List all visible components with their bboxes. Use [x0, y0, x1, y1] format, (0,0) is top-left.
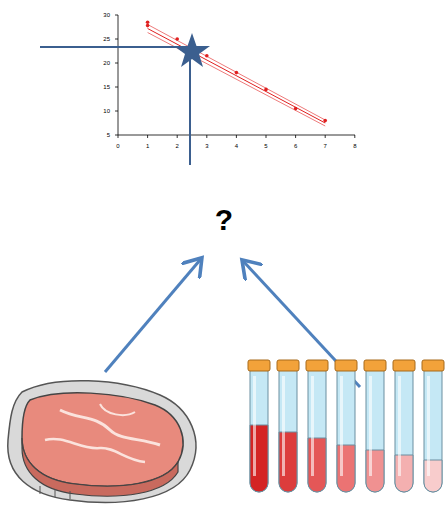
tube-blood [424, 460, 442, 492]
test-tube [393, 360, 415, 492]
tube-cap [335, 360, 357, 371]
regression-lines [148, 25, 326, 127]
tube-cap [393, 360, 415, 371]
tube-blood [337, 445, 355, 492]
axis-tick-label: 5 [264, 143, 267, 149]
axis-tick-label: 4 [235, 143, 238, 149]
test-tube [422, 360, 444, 492]
tube-glass [308, 370, 326, 492]
tube-blood [395, 455, 413, 492]
question-mark: ? [215, 205, 233, 235]
tube-cap [422, 360, 444, 371]
chart-axes [115, 15, 355, 138]
test-tube [306, 360, 328, 492]
data-points [146, 20, 327, 122]
test-tube [277, 360, 299, 492]
axis-tick-label: 7 [324, 143, 327, 149]
axis-tick-label: 20 [103, 60, 110, 66]
tube-shine [253, 376, 256, 476]
tube-shine [427, 376, 430, 476]
tube-shine [282, 376, 285, 476]
axis-tick-label: 2 [176, 143, 179, 149]
tube-shine [340, 376, 343, 476]
tube-blood [366, 450, 384, 492]
axis-tick-label: 3 [205, 143, 208, 149]
star-marker [174, 33, 210, 67]
tube-shine [311, 376, 314, 476]
tube-blood [250, 425, 268, 492]
tube-glass [250, 370, 268, 492]
test-tube [335, 360, 357, 492]
tube-glass [366, 370, 384, 492]
axis-tick-label: 25 [103, 36, 110, 42]
tube-shine [398, 376, 401, 476]
tube-glass [424, 370, 442, 492]
tube-cap [306, 360, 328, 371]
tube-cap [277, 360, 299, 371]
tube-blood [279, 432, 297, 492]
arrows [105, 260, 360, 387]
tube-glass [279, 370, 297, 492]
axis-tick-label: 6 [294, 143, 297, 149]
tube-shine [369, 376, 372, 476]
axis-tick-label: 30 [103, 12, 110, 18]
axis-tick-label: 8 [353, 143, 356, 149]
steak-icon [8, 381, 196, 503]
axis-tick-label: 1 [146, 143, 149, 149]
tube-glass [337, 370, 355, 492]
crosshair [40, 47, 190, 165]
tube-cap [248, 360, 270, 371]
test-tube [248, 360, 270, 492]
test-tube [364, 360, 386, 492]
tube-blood [308, 438, 326, 492]
tube-cap [364, 360, 386, 371]
axis-tick-label: 0 [116, 143, 119, 149]
tube-glass [395, 370, 413, 492]
axis-tick-label: 15 [103, 84, 110, 90]
axis-tick-label: 5 [107, 132, 110, 138]
axis-tick-label: 10 [103, 108, 110, 114]
test-tubes [248, 360, 444, 492]
